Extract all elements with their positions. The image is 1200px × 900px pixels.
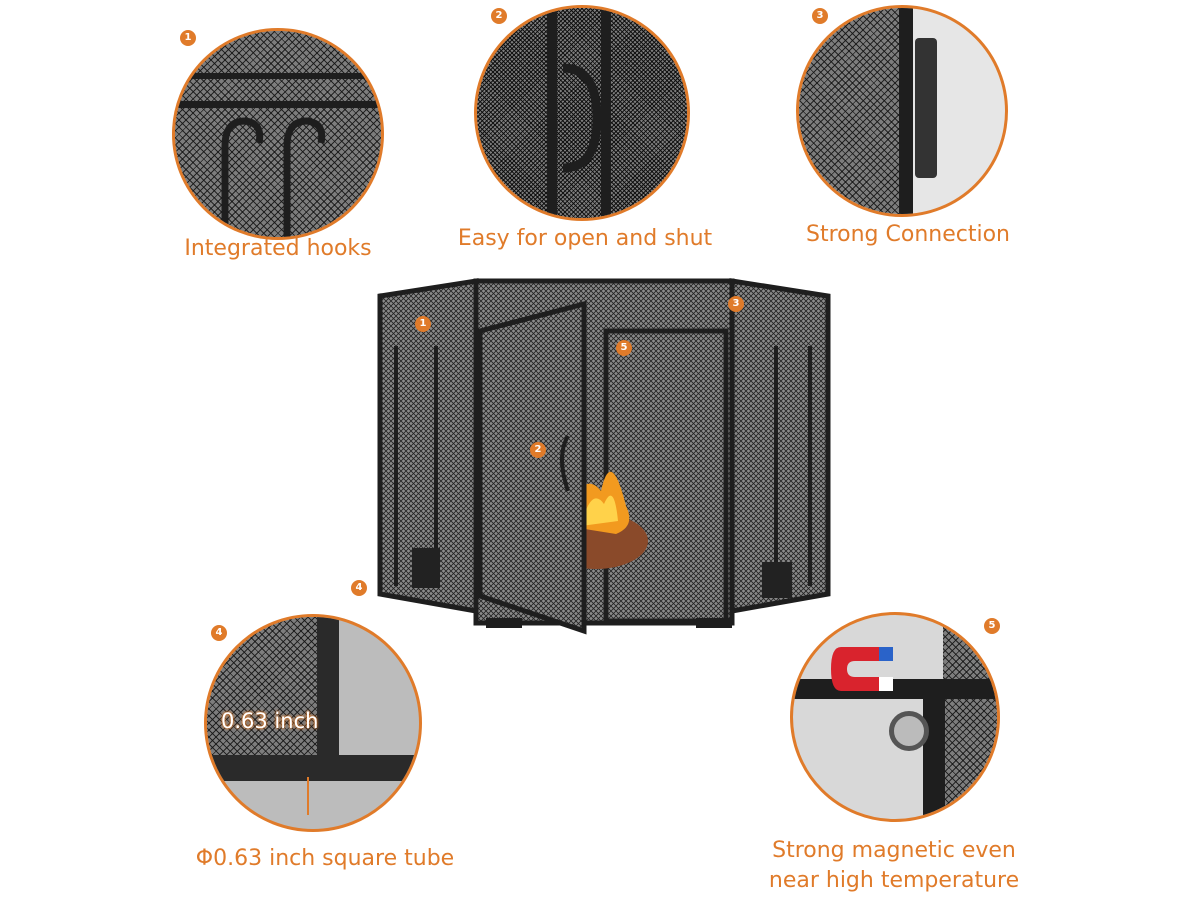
mesh-texture <box>943 615 997 819</box>
panel-frame <box>899 8 913 214</box>
hook-rail <box>175 101 381 108</box>
handle-icon <box>562 63 602 173</box>
magnet-closeup-image <box>790 612 1000 822</box>
marker-2: 2 <box>530 442 546 458</box>
caption-integrated-hooks: Integrated hooks <box>184 236 372 261</box>
door-frame-right <box>601 8 611 218</box>
dimension-label: 0.63 inch <box>221 709 319 733</box>
caption-easy-open: Easy for open and shut <box>457 226 713 251</box>
magnet-icon <box>831 647 893 691</box>
top-rail <box>175 73 381 79</box>
mesh-texture <box>207 617 317 757</box>
mesh-texture <box>477 8 687 218</box>
handle-closeup-image <box>474 5 690 221</box>
mesh-texture <box>799 8 899 214</box>
fireplace-screen-drawing <box>377 278 831 635</box>
tube-closeup-image: 0.63 inch <box>204 614 422 832</box>
hook-icon <box>221 117 326 237</box>
dimension-line <box>307 777 309 815</box>
caption-magnetic-line1: Strong magnetic even <box>772 838 1016 863</box>
hinge-pin <box>915 38 937 178</box>
caption-strong-connection: Strong Connection <box>806 222 1010 247</box>
hooks-closeup-image <box>172 28 384 240</box>
marker-5: 5 <box>616 340 632 356</box>
mesh-texture <box>175 31 381 237</box>
hinge-closeup-image <box>796 5 1008 217</box>
tube-vertical <box>317 617 339 757</box>
marker-3: 3 <box>728 296 744 312</box>
door-frame-left <box>547 8 557 218</box>
frame-vertical <box>923 699 945 819</box>
caption-square-tube: Φ0.63 inch square tube <box>195 846 455 871</box>
marker-1: 1 <box>415 316 431 332</box>
caption-magnetic-line2: near high temperature <box>768 868 1020 893</box>
marker-4: 4 <box>351 580 367 596</box>
tube-horizontal <box>207 755 419 781</box>
fireplace-screen-image: 1 2 3 5 <box>376 276 836 636</box>
magnet-plate <box>889 711 929 751</box>
